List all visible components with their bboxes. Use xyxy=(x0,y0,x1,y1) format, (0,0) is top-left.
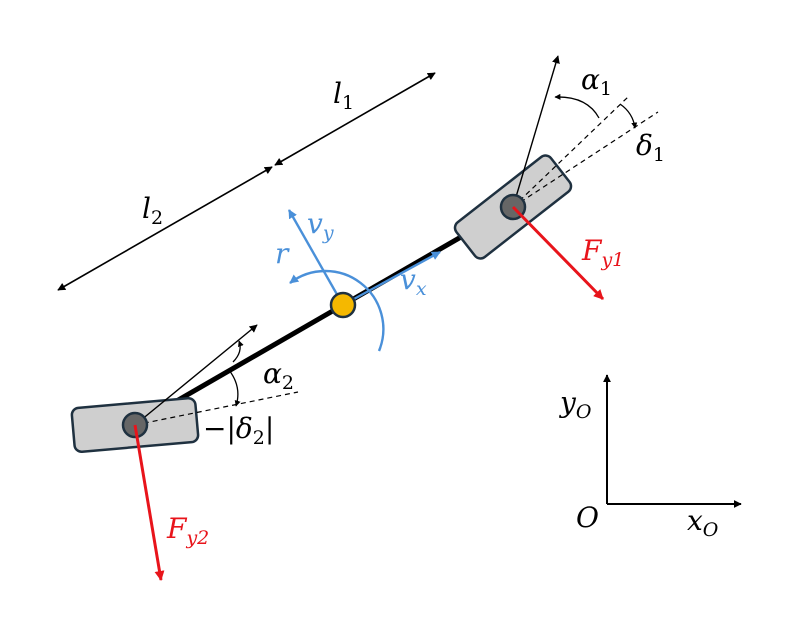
delta2-label: −|δ2| xyxy=(203,412,274,449)
yaw-rate-arc xyxy=(289,269,385,352)
yo-label: yO xyxy=(558,386,592,423)
lateral-forces xyxy=(133,205,605,581)
vx-arrow xyxy=(342,250,441,307)
alpha1-arc xyxy=(554,93,600,119)
front-velocity-direction xyxy=(512,55,560,208)
delta1-arc xyxy=(619,103,638,129)
rear-lateral-force-arrow xyxy=(133,424,165,581)
fy1-label: Fy1 xyxy=(581,234,624,271)
vy-arrow xyxy=(287,209,345,306)
vx-label: vx xyxy=(400,263,427,300)
l2-label: l2 xyxy=(142,192,163,229)
cg-velocities xyxy=(287,209,441,352)
delta2-arc xyxy=(228,369,241,407)
xo-label: xO xyxy=(687,504,719,541)
alpha2-arc xyxy=(232,340,244,363)
l1-dimension-arrow xyxy=(274,72,436,166)
labels: l1 l2 α1 δ1 α2 −|δ2| Fy1 Fy2 vx vy r xyxy=(142,63,719,549)
delta1-label: δ1 xyxy=(636,129,665,166)
center-of-gravity xyxy=(329,291,357,319)
l2-dimension-arrow xyxy=(57,166,273,291)
global-frame xyxy=(603,374,742,508)
alpha1-label: α1 xyxy=(581,63,612,100)
fy2-label: Fy2 xyxy=(166,512,209,549)
r-label: r xyxy=(275,237,290,270)
rear-wheel-heading-dashed xyxy=(134,391,299,426)
vy-label: vy xyxy=(307,207,334,244)
alpha2-label: α2 xyxy=(263,357,294,394)
front-lateral-force-arrow xyxy=(511,205,605,301)
origin-label: O xyxy=(576,501,599,534)
front-wheel xyxy=(453,55,659,260)
rear-velocity-direction xyxy=(134,324,258,426)
length-dimensions xyxy=(57,72,436,291)
l1-label: l1 xyxy=(333,77,354,114)
